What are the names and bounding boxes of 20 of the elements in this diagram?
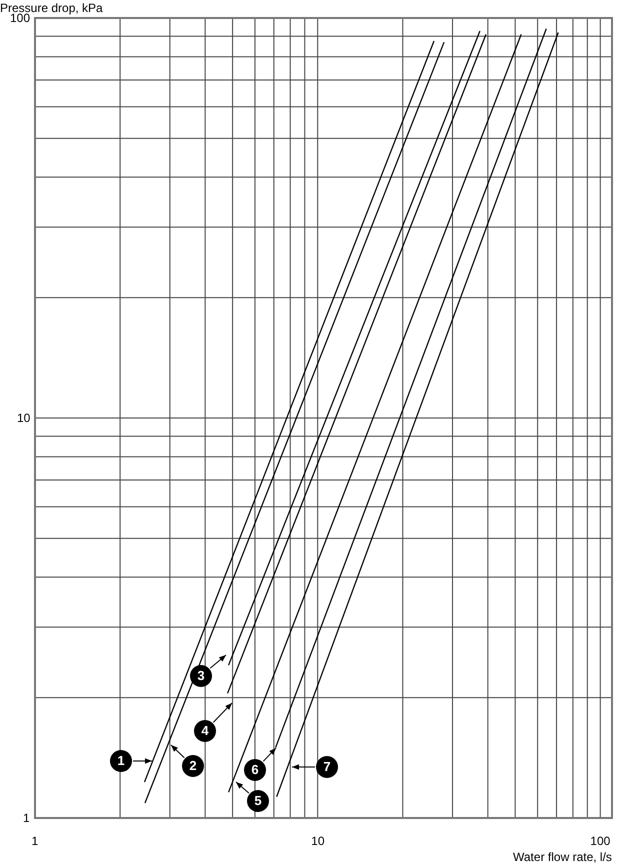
callout-number: 3	[190, 665, 212, 687]
callout-number: 2	[182, 755, 204, 777]
leader-line	[132, 758, 152, 764]
leader-line	[170, 744, 185, 758]
axis-title: Water flow rate, l/s	[513, 850, 612, 864]
leader-line	[236, 782, 250, 794]
callout-number: 7	[316, 756, 338, 778]
tick-label: 10	[311, 834, 324, 848]
tick-label: 1	[32, 834, 38, 848]
tick-label: 10	[17, 411, 30, 425]
tick-label: 1	[23, 811, 30, 825]
leader-line	[262, 748, 276, 762]
callout-number: 6	[244, 759, 266, 781]
callout-number: 1	[110, 750, 132, 772]
callout-number: 5	[247, 790, 269, 812]
leader-line	[210, 654, 226, 669]
callout-number: 4	[194, 720, 216, 742]
leader-line	[212, 702, 232, 723]
tick-label: 100	[590, 834, 610, 848]
leader-line	[292, 764, 316, 770]
